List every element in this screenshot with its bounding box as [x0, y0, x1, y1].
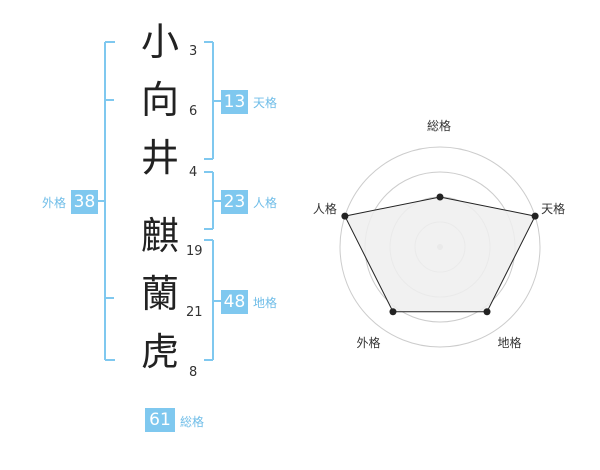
gaikaku-label: 外格 [42, 196, 67, 210]
name-char-5: 蘭 [140, 272, 179, 316]
chikaku-label: 地格 [253, 296, 278, 310]
radar-ring-4 [339, 146, 541, 348]
name-char-2: 向 [140, 78, 179, 122]
jinkaku-label: 人格 [253, 196, 278, 210]
stroke-count-5: 21 [186, 305, 203, 320]
name-char-4: 麒 [140, 214, 179, 258]
radar-point-2 [531, 212, 539, 220]
radar-axis-label-2: 天格 [541, 201, 566, 216]
radar-axis-label-4: 外格 [356, 336, 381, 351]
gaikaku-value: 38 [71, 190, 98, 214]
name-char-3: 井 [140, 136, 179, 180]
name-char-1: 小 [140, 20, 179, 64]
tenkaku-label: 天格 [253, 96, 278, 110]
soukaku-value: 61 [145, 408, 175, 432]
soukaku-label: 総格 [180, 415, 205, 429]
stroke-count-3: 4 [189, 165, 198, 180]
jinkaku-value: 23 [221, 190, 248, 214]
name-char-6: 虎 [140, 330, 179, 374]
stroke-count-2: 6 [189, 104, 198, 119]
radar-axis-label-3: 地格 [497, 336, 522, 351]
radar-axis-label-5: 人格 [312, 201, 337, 216]
radar-point-1 [436, 193, 444, 201]
radar-point-5 [341, 212, 349, 220]
tenkaku-value: 13 [221, 90, 248, 114]
stroke-count-6: 8 [189, 365, 198, 380]
radar-axis-label-1: 総格 [427, 119, 452, 133]
stroke-count-1: 3 [189, 44, 198, 59]
chikaku-value: 48 [221, 290, 248, 314]
radar-polygon [344, 196, 536, 313]
radar-point-3 [483, 308, 491, 316]
radar-point-4 [389, 308, 397, 316]
stroke-count-4: 19 [186, 244, 203, 259]
